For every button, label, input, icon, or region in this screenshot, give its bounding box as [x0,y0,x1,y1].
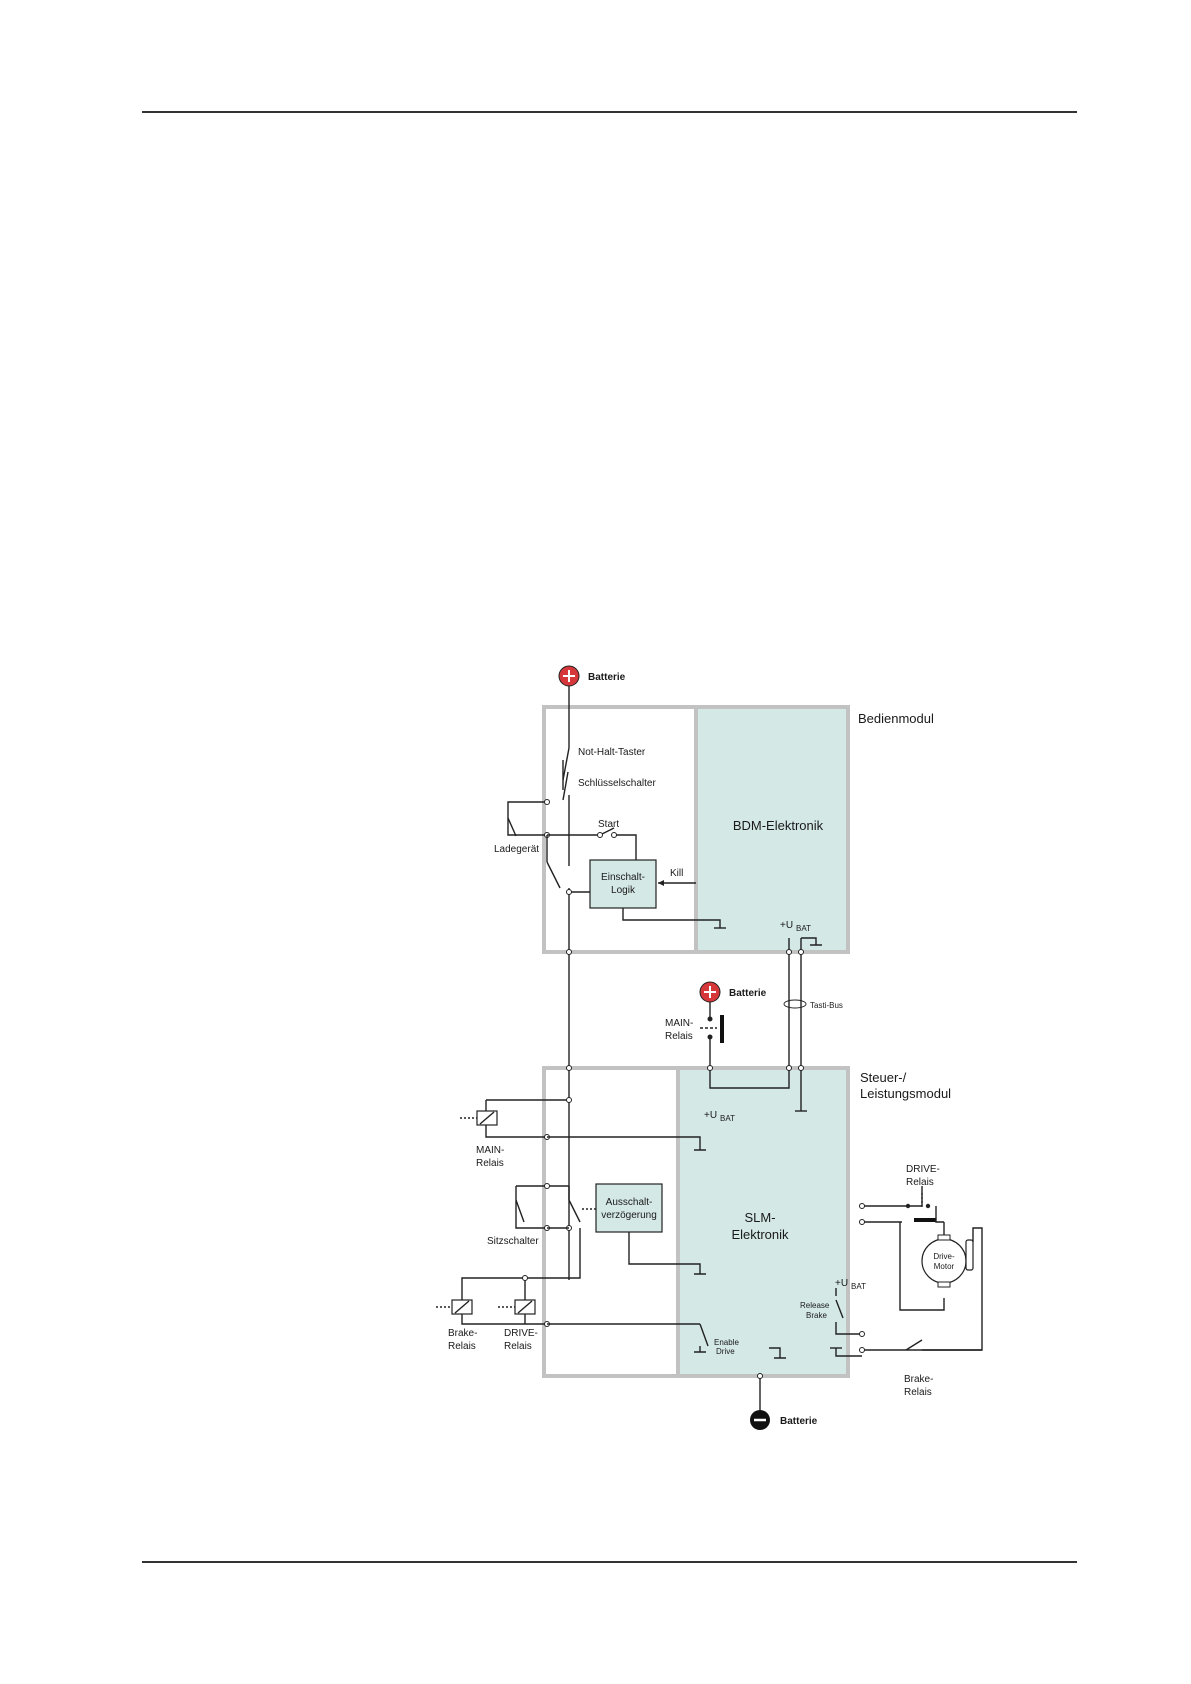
header-rule [142,111,1077,113]
bedienmodul-label: Bedienmodul [858,711,934,726]
kill-label: Kill [670,868,683,879]
enable-drive-line2: Drive [716,1347,735,1356]
ausschalt-label-line1: Ausschalt- [606,1197,653,1208]
bedienmodul-module: Bedienmodul BDM-Elektronik [542,705,934,954]
slm-label-line1: SLM- [744,1210,775,1225]
drive-relais-left-line2: Relais [504,1341,532,1352]
slm-label-line2: Elektronik [731,1227,789,1242]
battery-top-label: Batterie [588,672,626,683]
sitzschalter-switch [515,1183,596,1231]
slm-ground-mark [769,1347,786,1359]
release-brake-line2: Brake [806,1311,827,1320]
ubat-rb-sub: BAT [851,1282,866,1291]
ausschalt-label-line2: verzögerung [601,1210,657,1221]
drive-relais-right-line2: Relais [906,1177,934,1188]
einschalt-label-line2: Logik [611,885,636,896]
einschalt-ground [622,908,726,929]
main-relais-left-line2: Relais [476,1158,504,1169]
battery-bottom-label: Batterie [780,1416,818,1427]
drive-relais-right-line1: DRIVE- [906,1164,940,1175]
drive-relay-right [859,1186,945,1311]
battery-mid-label: Batterie [729,988,767,999]
main-relais-top-line1: MAIN- [665,1018,693,1029]
tasti-bus-lines [783,937,822,1111]
tasti-bus-label: Tasti-Bus [810,1001,843,1010]
ausschalt-block: Ausschalt- verzögerung [595,1183,706,1275]
footer-rule [142,1561,1077,1563]
bedien-inner-switch [546,835,590,895]
drive-relais-left-line1: DRIVE- [504,1328,538,1339]
main-relais-left-line1: MAIN- [476,1145,504,1156]
brake-relais-left-line1: Brake- [448,1328,477,1339]
ladegeraet-label: Ladegerät [494,844,539,855]
steuer-label-line1: Steuer-/ [860,1070,907,1085]
battery-top: Batterie [558,665,626,687]
main-relay-coil-left [460,1097,706,1151]
not-halt-label: Not-Halt-Taster [578,747,646,758]
drive-motor-line2: Motor [934,1262,955,1271]
start-switch [547,827,637,860]
main-relais-top-line2: Relais [665,1031,693,1042]
einschalt-logik-block: Einschalt- Logik [589,859,657,909]
einschalt-label-line1: Einschalt- [601,872,645,883]
main-relay-contact [700,1002,804,1089]
ubat-top-label: +U [780,920,793,931]
ubat-slm-label: +U [704,1110,717,1121]
ubat-top-sub: BAT [796,924,811,933]
sitzschalter-label: Sitzschalter [487,1236,539,1247]
kill-signal [658,880,696,886]
drive-motor-icon [921,1238,967,1284]
ubat-rb-label: +U [835,1278,848,1289]
brake-relay-right [830,1339,982,1357]
drive-motor: Drive- Motor [906,1222,983,1351]
release-brake-contact [835,1288,865,1337]
drive-motor-line1: Drive- [933,1252,955,1261]
brake-icon [965,1239,974,1271]
brake-relais-right-line1: Brake- [904,1374,933,1385]
slm-electronics-block [676,1066,850,1378]
battery-bottom: Batterie [750,1373,818,1430]
brake-relais-left-line2: Relais [448,1341,476,1352]
brake-drive-relays-left [436,1228,709,1353]
bdm-electronics-label: BDM-Elektronik [733,818,824,833]
enable-drive-line1: Enable [714,1338,739,1347]
release-brake-line1: Release [800,1301,830,1310]
start-label: Start [598,819,619,830]
ubat-slm-sub: BAT [720,1114,735,1123]
bdm-electronics-block [694,705,850,954]
main-supply-wires [562,686,570,1280]
brake-relais-right-line2: Relais [904,1387,932,1398]
steuer-label-line2: Leistungsmodul [860,1086,951,1101]
schluessel-label: Schlüsselschalter [578,778,656,789]
battery-mid: Batterie [699,981,767,1003]
